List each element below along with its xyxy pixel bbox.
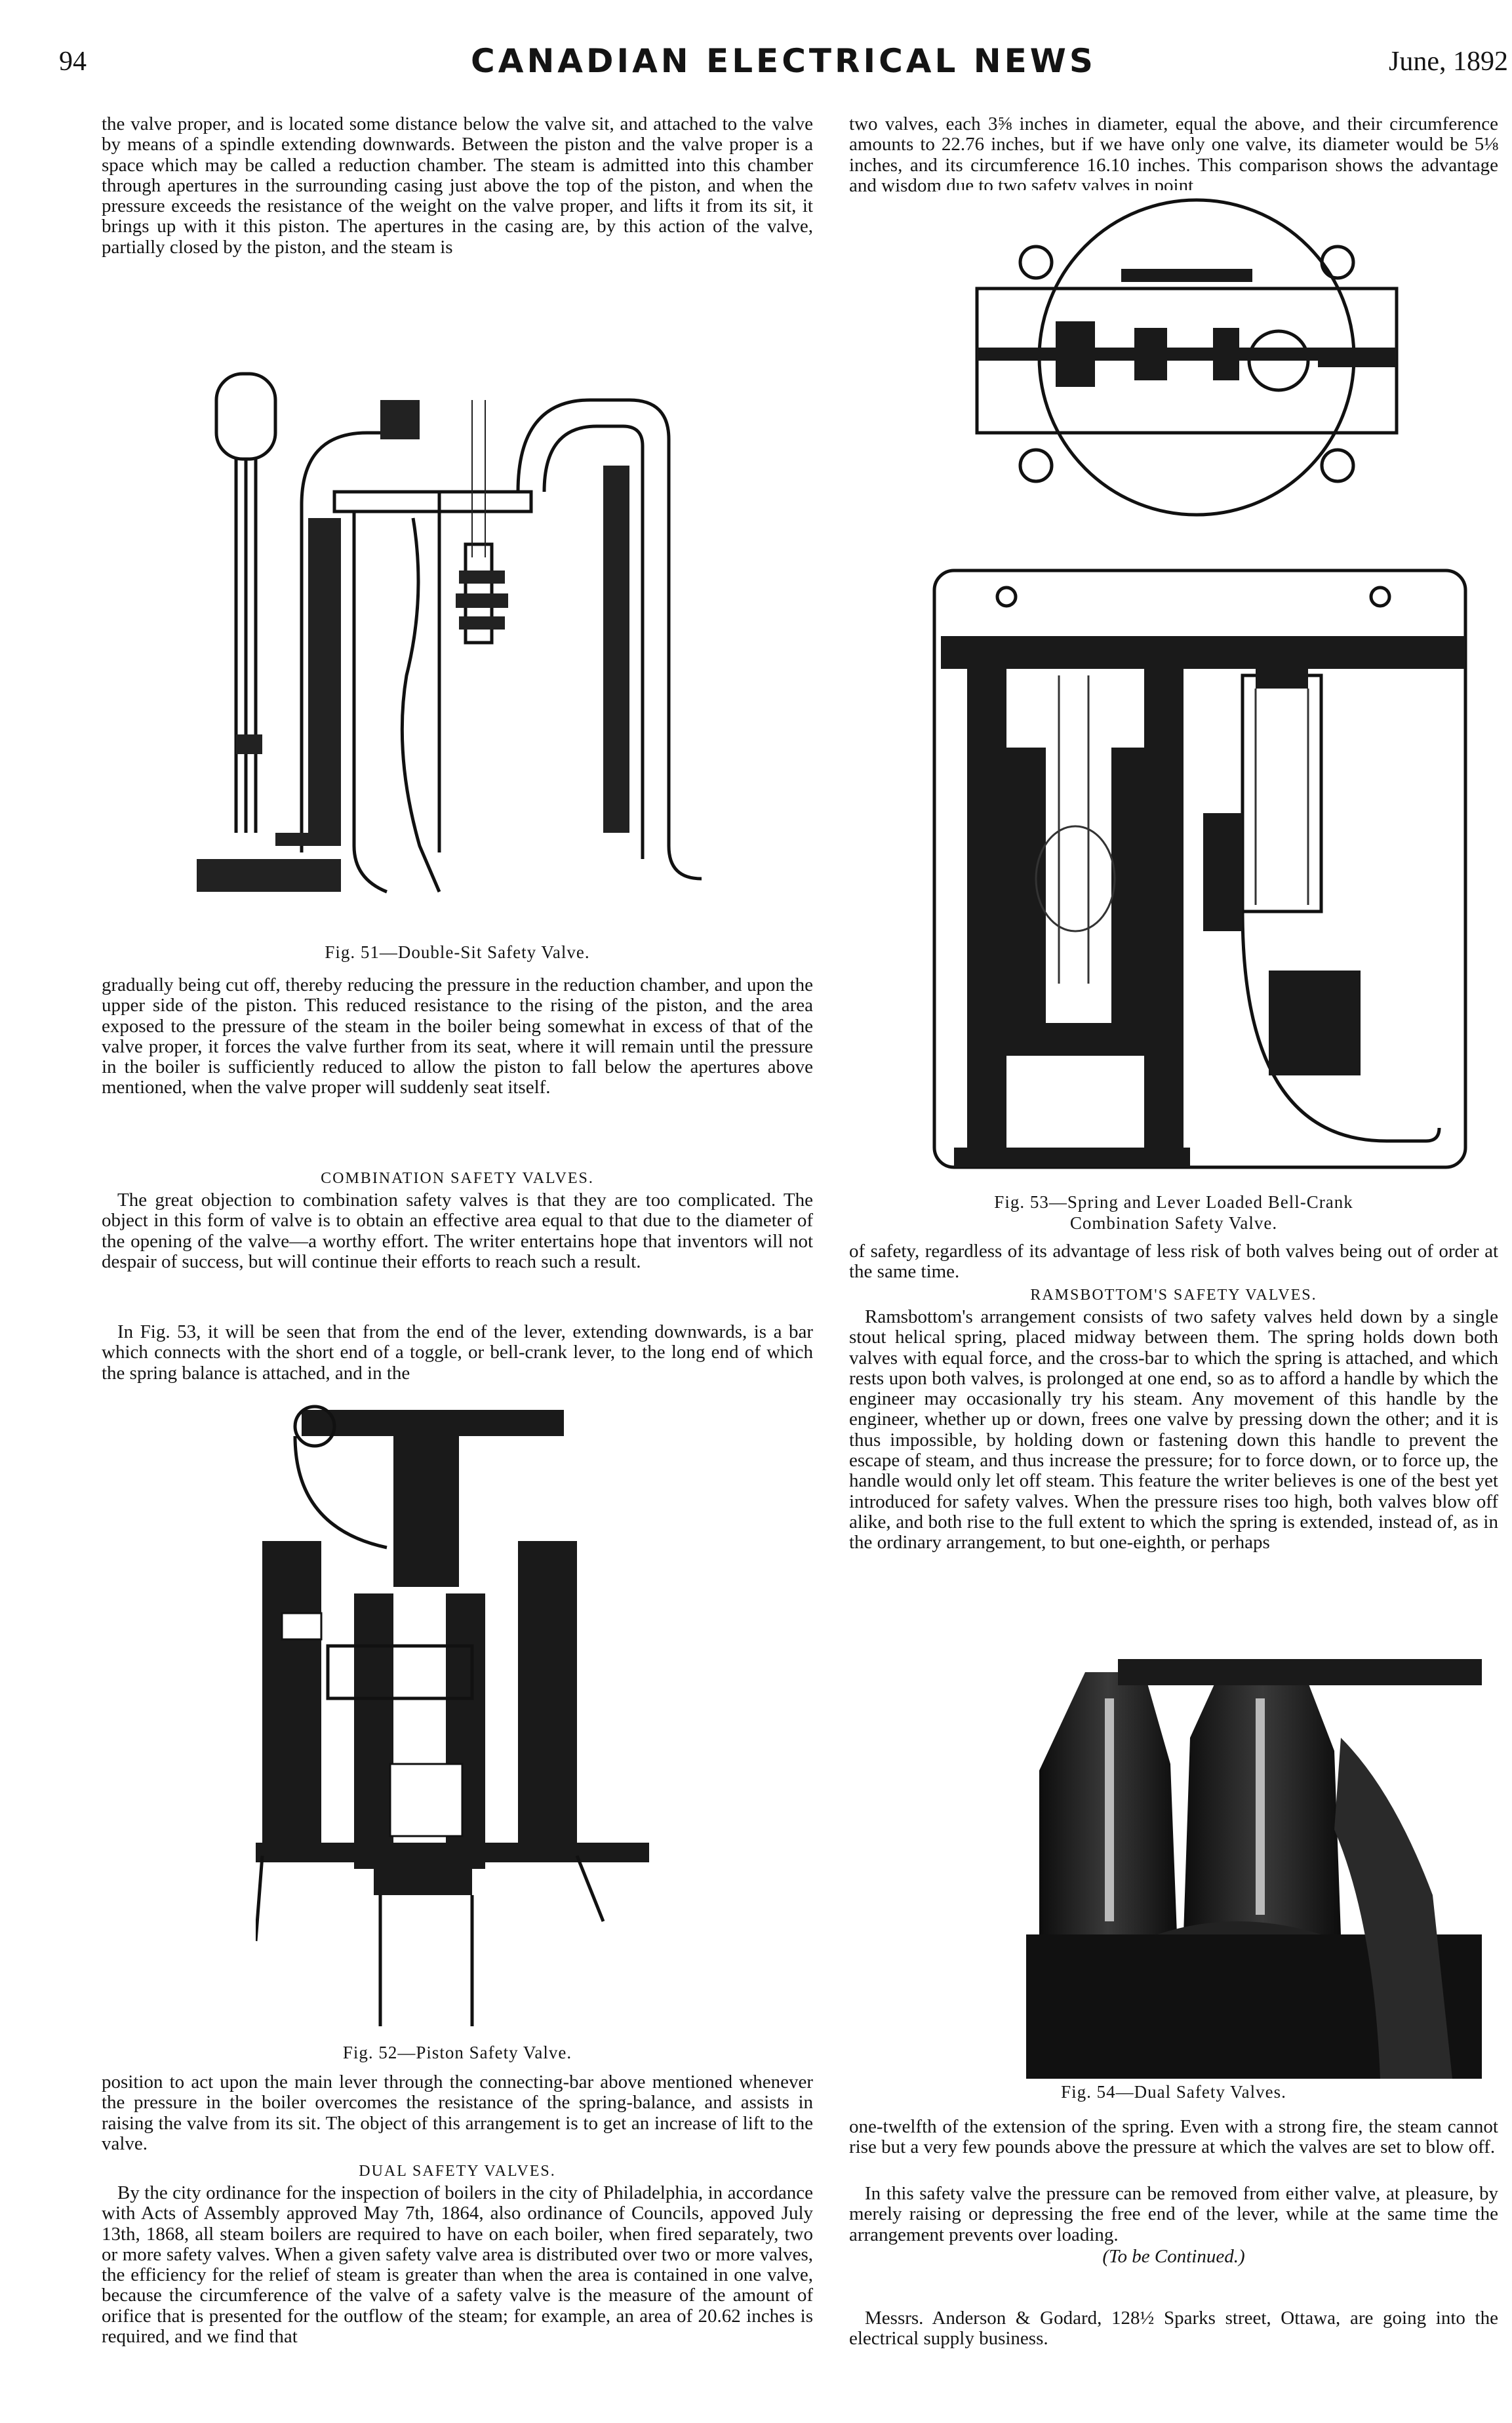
right-of-safety-paragraph: of safety, regardless of its advantage o… [849, 1241, 1498, 1283]
fig52-illustration [256, 1397, 649, 2039]
fig51-caption: Fig. 51—Double-Sit Safety Valve. [325, 942, 590, 962]
left-position-paragraph: position to act upon the main lever thro… [102, 2072, 813, 2154]
right-ramsbottom-paragraph: Ramsbottom's arrangement consists of two… [849, 1306, 1498, 1553]
fig51-illustration [197, 334, 761, 895]
left-combination-paragraph: The great objection to combination safet… [102, 1190, 813, 1272]
fig53-caption-line1: Fig. 53—Spring and Lever Loaded Bell-Cra… [994, 1192, 1353, 1212]
page-header: 94 CANADIAN ELECTRICAL NEWS June, 1892 [59, 42, 1508, 92]
heading-ramsbottom-safety-valves: RAMSBOTTOM'S SAFETY VALVES. [1030, 1287, 1317, 1304]
right-two-valves-paragraph: two valves, each 3⅝ inches in diameter, … [849, 113, 1498, 196]
fig54-illustration [1026, 1659, 1482, 2079]
right-messrs-notice: Messrs. Anderson & Godard, 128½ Sparks s… [849, 2308, 1498, 2350]
fig53-caption-line2: Combination Safety Valve. [1069, 1213, 1278, 1233]
fig53-section-illustration [928, 564, 1472, 1174]
page-number: 94 [59, 47, 87, 77]
fig54-caption: Fig. 54—Dual Safety Valves. [1061, 2082, 1286, 2102]
left-fig53-paragraph: In Fig. 53, it will be seen that from th… [102, 1321, 813, 1384]
fig53-top-view-illustration [938, 190, 1456, 525]
left-dual-paragraph: By the city ordinance for the inspection… [102, 2182, 813, 2348]
right-in-this-paragraph: In this safety valve the pressure can be… [849, 2183, 1498, 2245]
right-one-twelfth-paragraph: one-twelfth of the extension of the spri… [849, 2116, 1498, 2158]
fig52-caption: Fig. 52—Piston Safety Valve. [342, 2043, 572, 2062]
issue-date: June, 1892 [1389, 47, 1508, 77]
left-gradually-paragraph: gradually being cut off, thereby reducin… [102, 974, 813, 1098]
heading-combination-safety-valves: COMBINATION SAFETY VALVES. [321, 1170, 594, 1187]
left-intro-paragraph: the valve proper, and is located some di… [102, 113, 813, 258]
heading-dual-safety-valves: DUAL SAFETY VALVES. [359, 2163, 556, 2180]
to-be-continued: (To be Continued.) [1102, 2246, 1245, 2267]
masthead: CANADIAN ELECTRICAL NEWS [471, 42, 1096, 80]
